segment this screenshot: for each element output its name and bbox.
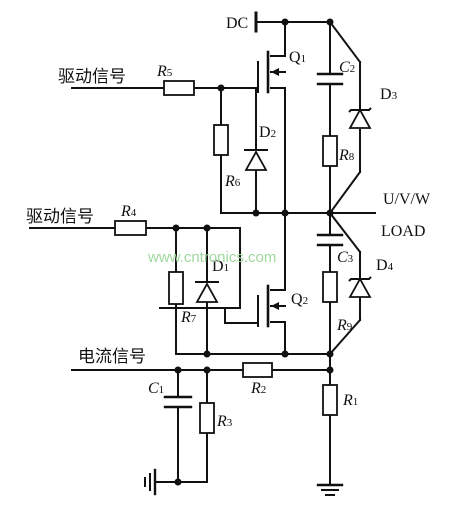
d4-label: D4 <box>376 257 394 274</box>
c1-label: C1 <box>148 380 164 397</box>
junction-dots <box>172 18 334 486</box>
diode-d1 <box>195 281 219 303</box>
junction-dot <box>281 209 289 217</box>
resistor-r8 <box>322 135 338 167</box>
r7-label: R7 <box>180 309 197 326</box>
junction-dot <box>281 350 289 358</box>
ground-symbol <box>316 483 344 496</box>
drive-signal-label-top: 驱动信号 <box>58 67 126 87</box>
r4-label: R4 <box>120 203 137 220</box>
drive-signal-label-bottom: 驱动信号 <box>26 207 94 227</box>
junction-dot <box>326 18 334 26</box>
junction-dot <box>172 224 180 232</box>
current-signal-label: 电流信号 <box>78 347 146 367</box>
watermark: www.cntronics.com <box>147 249 276 266</box>
junction-dot <box>326 350 334 358</box>
d2-label: D2 <box>259 124 276 141</box>
ground-symbol <box>144 468 157 496</box>
junction-dot <box>174 478 182 486</box>
resistor-r1 <box>322 384 338 416</box>
diode-d2 <box>244 149 268 171</box>
d1-label: D1 <box>212 258 229 275</box>
diode-d4 <box>348 276 372 298</box>
r6-label: R6 <box>224 173 241 190</box>
dc-label: DC <box>226 15 248 32</box>
diode-d3 <box>348 107 372 129</box>
junction-dot <box>252 209 260 217</box>
junction-dot <box>203 350 211 358</box>
capacitor-c3 <box>316 233 344 247</box>
wires <box>29 11 376 486</box>
c3-label: C3 <box>337 249 354 266</box>
q1-label: Q1 <box>289 49 306 66</box>
resistor-r3 <box>199 402 215 434</box>
junction-dot <box>326 366 334 374</box>
uvw-label: U/V/W <box>383 191 431 208</box>
load-label: LOAD <box>381 223 425 240</box>
c2-label: C2 <box>339 59 355 76</box>
resistor-r2 <box>242 362 273 378</box>
r1-label: R1 <box>342 392 358 409</box>
junction-dot <box>174 366 182 374</box>
r3-label: R3 <box>216 413 233 430</box>
capacitor-c2 <box>316 72 344 86</box>
resistor-r7 <box>168 271 184 305</box>
d3-label: D3 <box>380 86 398 103</box>
capacitor-c1 <box>163 395 193 409</box>
resistor-r4 <box>114 220 147 236</box>
resistor-r6 <box>213 124 229 156</box>
resistor-r9 <box>322 271 338 303</box>
junction-dot <box>281 18 289 26</box>
junction-dot <box>326 209 334 217</box>
mosfet-q2 <box>266 284 286 328</box>
resistor-r5 <box>163 80 195 96</box>
r2-label: R2 <box>250 380 266 397</box>
junction-dot <box>203 224 211 232</box>
r9-label: R9 <box>336 317 353 334</box>
r5-label: R5 <box>156 63 173 80</box>
junction-dot <box>217 84 225 92</box>
mosfet-q1 <box>266 50 286 94</box>
q2-label: Q2 <box>291 291 308 308</box>
r8-label: R8 <box>338 147 355 164</box>
junction-dot <box>203 366 211 374</box>
